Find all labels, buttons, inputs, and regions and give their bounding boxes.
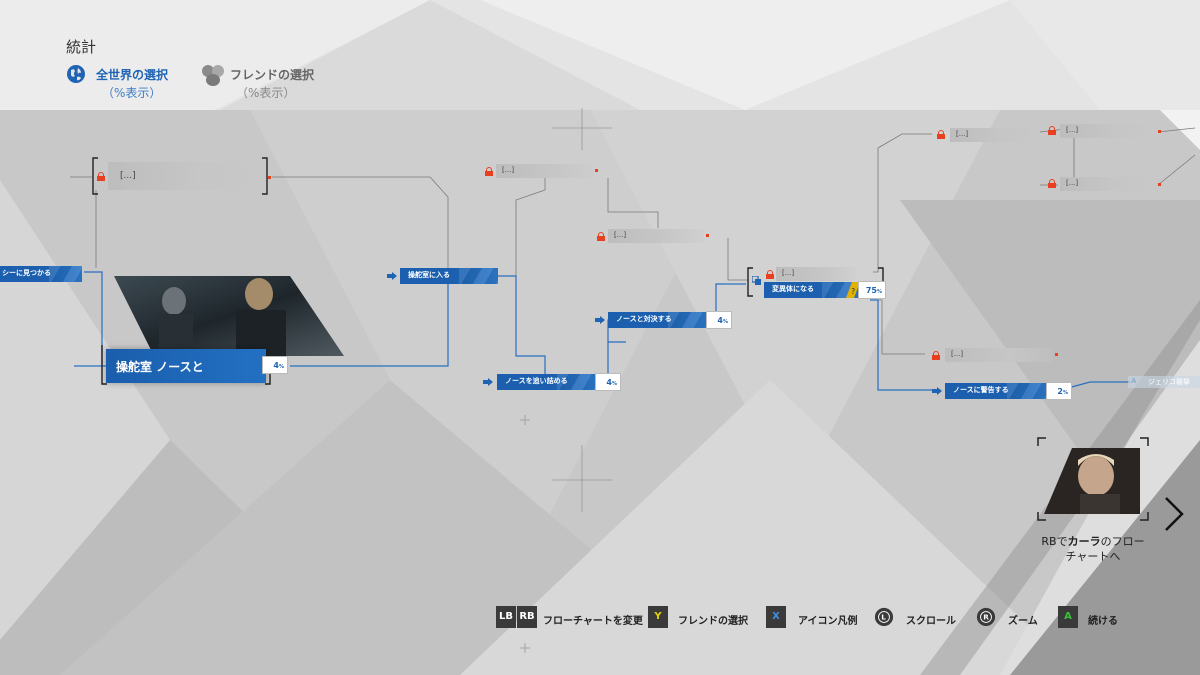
node-confront-north[interactable]: ノースと対決する <box>608 312 708 328</box>
chevron-right-icon[interactable] <box>1162 496 1186 532</box>
locked-node[interactable]: [...] <box>608 229 704 243</box>
connector-dot <box>1158 130 1161 133</box>
locked-node[interactable]: [...] <box>945 348 1053 362</box>
lock-icon <box>1048 179 1056 188</box>
left-stick-icon: L <box>874 607 894 627</box>
node-become-deviant[interactable]: 変異体になる <box>764 282 860 298</box>
arrow-in-icon <box>483 378 493 386</box>
stats-title: 統計 <box>66 38 97 56</box>
node-jericho: A ジェリコ襲撃 <box>1128 376 1200 388</box>
svg-text:L: L <box>881 613 886 622</box>
pct-badge: 4% <box>262 356 288 374</box>
svg-text:R: R <box>983 613 989 622</box>
friends-selection-sub: （%表示） <box>236 86 296 100</box>
right-stick-icon: R <box>976 607 996 627</box>
continue-hint[interactable]: A 続ける <box>1058 606 1128 630</box>
pct-badge: 2% <box>1046 382 1072 400</box>
friends-select-hint: Y フレンドの選択 <box>648 606 758 630</box>
connector-dot <box>1158 183 1161 186</box>
svg-text:?: ? <box>851 287 855 296</box>
arrow-in-icon <box>932 387 942 395</box>
lock-icon <box>766 270 774 279</box>
globe-icon <box>67 65 85 83</box>
lock-icon <box>937 130 945 139</box>
trophy-icon: ? <box>846 282 860 298</box>
pct-badge: 4% <box>595 373 621 391</box>
icon-legend-hint: X アイコン凡例 <box>766 606 866 630</box>
arrow-in-icon <box>387 272 397 280</box>
scroll-hint: L スクロール <box>874 606 964 630</box>
lb-button-icon: LB <box>496 606 516 628</box>
zoom-hint: R ズーム <box>976 606 1046 630</box>
node-enter-wheelhouse[interactable]: 操舵室に入る <box>400 268 498 284</box>
locked-node[interactable]: [...] <box>108 162 263 190</box>
lock-icon <box>97 172 105 181</box>
node-found[interactable]: シーに見つかる <box>0 266 82 282</box>
world-selection-label: 全世界の選択 <box>96 68 169 82</box>
next-chart-text: RBでカーラのフロー チャートへ <box>1041 535 1145 563</box>
lock-icon <box>932 351 940 360</box>
change-chart-hint: LB RB フローチャートを変更 <box>496 606 643 630</box>
node-corner-north[interactable]: ノースを追い詰める <box>497 374 597 390</box>
lock-icon <box>485 167 493 176</box>
pct-badge: 75% <box>858 281 886 299</box>
stats-header: 統計 全世界の選択 （%表示） フレンドの選択 （%表示） <box>0 0 1200 110</box>
node-wheelhouse-north[interactable]: 操舵室 ノースと <box>106 349 266 383</box>
connector-dot <box>706 234 709 237</box>
a-button-icon: A <box>1058 606 1078 628</box>
locked-node[interactable]: [...] <box>950 128 1040 142</box>
locked-node[interactable]: [...] <box>776 267 856 281</box>
locked-node[interactable]: [...] <box>1060 124 1156 138</box>
arrow-in-icon <box>595 316 605 324</box>
friends-icon <box>202 65 224 86</box>
kara-thumbnail[interactable] <box>1044 448 1140 514</box>
locked-node[interactable]: [...] <box>496 164 594 178</box>
connector-dot <box>595 169 598 172</box>
locked-node[interactable]: [...] <box>1060 177 1156 191</box>
connector-dot <box>1055 353 1058 356</box>
lock-icon <box>597 232 605 241</box>
scene-thumbnail <box>114 276 344 356</box>
pct-badge: 4% <box>706 311 732 329</box>
friends-selection-label: フレンドの選択 <box>230 68 315 82</box>
world-selection-sub: （%表示） <box>102 86 162 100</box>
connector-dot <box>268 176 271 179</box>
node-warn-north[interactable]: ノースに警告する <box>945 383 1049 399</box>
rb-button-icon: RB <box>517 606 537 628</box>
y-button-icon: Y <box>648 606 668 628</box>
x-button-icon: X <box>766 606 786 628</box>
multi-icon <box>752 276 761 285</box>
lock-icon <box>1048 126 1056 135</box>
